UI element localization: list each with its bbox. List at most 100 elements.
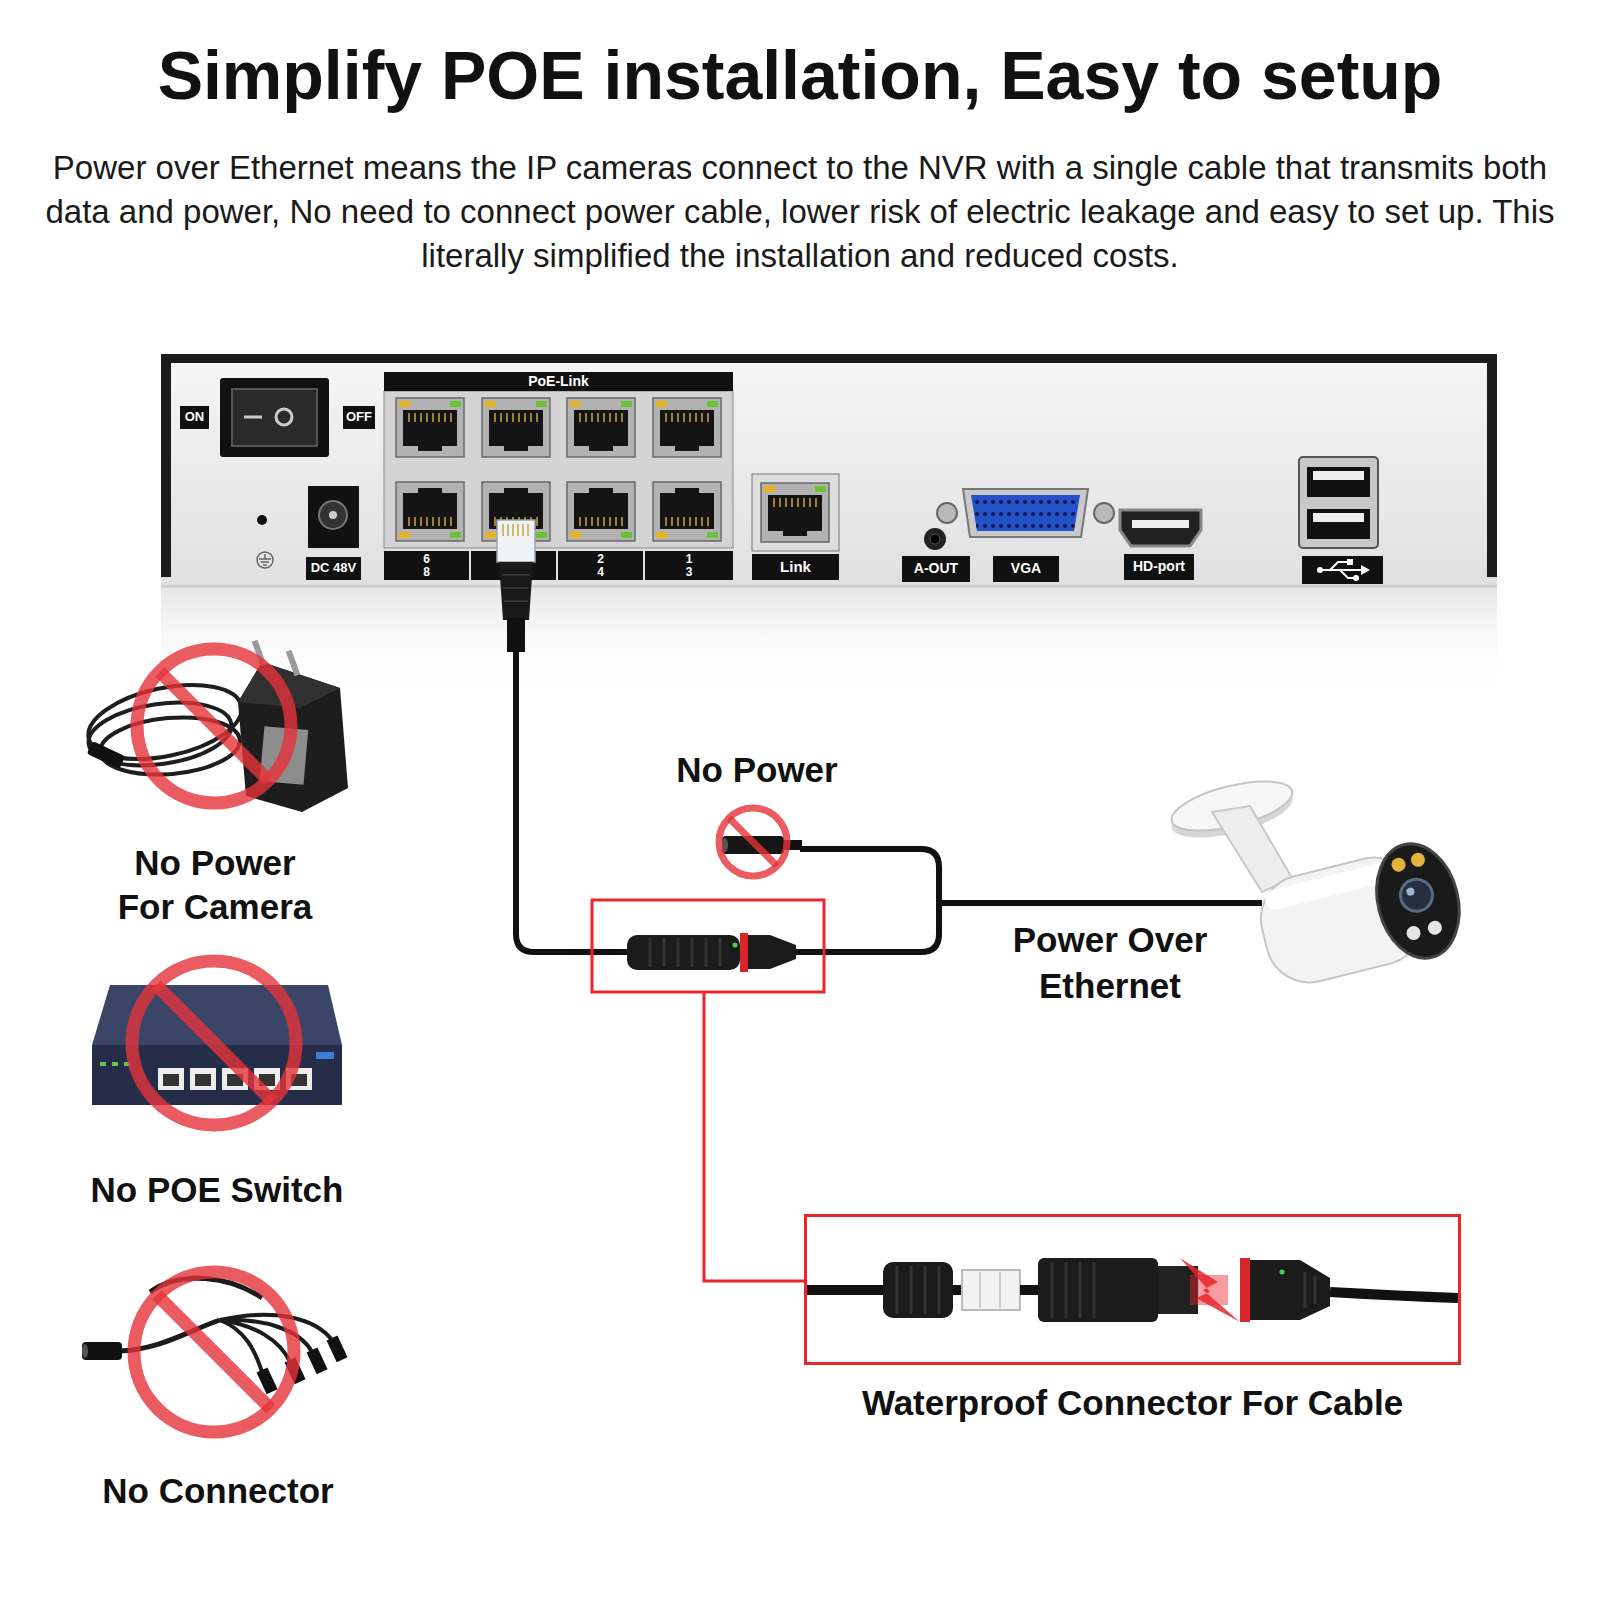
dc-plug-unused: [719, 808, 787, 876]
label-holder: No POE Switch: [17, 1168, 417, 1212]
port-number: 1: [686, 553, 693, 566]
poe-ports: [396, 482, 464, 541]
port-number-cell: 13: [645, 551, 733, 580]
inline-connector: [733, 943, 738, 948]
splitter-cable-icon: [307, 1347, 328, 1374]
switch-label: OFF: [346, 410, 372, 424]
switch-tag: ON: [180, 406, 209, 429]
title: Simplify POE installation, Easy to setup: [158, 36, 1443, 114]
ethernet-cable: [497, 520, 535, 562]
poe-switch-icon: [156, 985, 272, 1101]
power-switch: [276, 409, 292, 425]
poe-ports: [653, 482, 721, 541]
callout-frame: [704, 992, 804, 1281]
port-band: PoE-Link: [384, 372, 733, 391]
port-tag: A-OUT: [902, 556, 970, 582]
dc-jack: [329, 511, 337, 519]
nvr-body: [161, 587, 1497, 697]
vga-port: [1094, 503, 1114, 523]
port-label: VGA: [1011, 561, 1041, 576]
feature-label: Power Over Ethernet: [985, 917, 1235, 1009]
usb-ports: [1307, 467, 1370, 497]
label-holder: No Power: [557, 748, 957, 792]
callout-title: Waterproof Connector For Cable: [862, 1382, 1403, 1424]
poe-ports: [384, 391, 733, 548]
bullet-camera: [1406, 887, 1416, 897]
power-switch: [232, 389, 317, 446]
warning-label: No POE Switch: [17, 1168, 417, 1212]
usb-ports: [1361, 565, 1370, 575]
title-block: Simplify POE installation, Easy to setup: [0, 36, 1600, 114]
waterproof-connector-drawing: [980, 1272, 1000, 1308]
waterproof-connector-drawing: [897, 1266, 939, 1314]
power-label: DC 48V: [311, 561, 357, 575]
callout-box: Waterproof Connector For Cable: [804, 1214, 1461, 1365]
port-number: 6: [423, 553, 430, 566]
waterproof-connector-drawing: [1020, 1285, 1038, 1295]
bullet-camera: [1212, 806, 1292, 892]
port-label: HD-port: [1133, 559, 1185, 574]
waterproof-connector-drawing: [953, 1285, 962, 1295]
splitter-cable-icon: [82, 1342, 122, 1360]
splitter-cable-icon: [220, 1315, 332, 1340]
callout-frame: [592, 900, 824, 1281]
ground-terminal: [259, 554, 271, 565]
power-adapter-icon: [160, 672, 268, 780]
lan-port: [752, 474, 839, 551]
inline-connector: [740, 933, 748, 972]
inline-connector: [748, 935, 796, 969]
poe-switch-icon: [195, 1074, 211, 1086]
port-number: 4: [597, 566, 604, 579]
nvr-body: [1487, 354, 1497, 577]
vga-port: [971, 495, 1080, 531]
bullet-camera: [1365, 835, 1471, 967]
splitter-cable-icon: [82, 1344, 88, 1358]
hdmi-port: [1120, 510, 1201, 546]
poe-switch-icon: [92, 961, 342, 1125]
poe-switch-icon: [190, 1068, 216, 1090]
port-label: Link: [780, 559, 811, 576]
port-number: 2: [597, 553, 604, 566]
bullet-camera: [1390, 856, 1407, 873]
inline-connector: [627, 933, 796, 972]
nvr-body: [161, 585, 1497, 588]
vga-port: [971, 495, 1080, 531]
ground-terminal: [257, 515, 267, 525]
waterproof-connector-drawing: [1038, 1258, 1158, 1322]
warning-label: No Power For Camera: [105, 841, 325, 929]
power-switch: [220, 378, 329, 457]
nvr-body: [161, 354, 1497, 587]
port-tag: VGA: [993, 556, 1059, 582]
inline-connector: [650, 938, 720, 967]
poe-switch-icon: [100, 1062, 106, 1066]
band-label: PoE-Link: [528, 374, 589, 389]
vga-port: [937, 503, 957, 523]
usb-ports: [1299, 457, 1383, 584]
ethernet-cable: [516, 650, 630, 952]
dc-plug-unused: [719, 808, 802, 876]
waterproof-connector-drawing: [1280, 1270, 1285, 1275]
ethernet-cable: [507, 618, 525, 652]
bullet-camera: [1426, 919, 1443, 936]
splitter-cable-icon: [327, 1335, 348, 1362]
waterproof-connector-drawing: [807, 1285, 886, 1295]
vga-port: [937, 489, 1114, 537]
dc-jack: [308, 486, 359, 548]
audio-jack: [930, 534, 940, 544]
usb-ports: [1313, 471, 1364, 480]
waterproof-connector-drawing: [1052, 1262, 1094, 1318]
usb-ports: [1302, 556, 1383, 584]
intro-block: Power over Ethernet means the IP cameras…: [35, 146, 1565, 278]
nvr-body: [161, 354, 1497, 697]
port-number: 3: [686, 566, 693, 579]
poe-switch-icon: [316, 1052, 334, 1059]
bullet-camera: [1251, 835, 1471, 995]
ethernet-cable: [497, 520, 1262, 952]
vga-port: [963, 489, 1088, 537]
port-number: 8: [423, 566, 430, 579]
bullet-camera: [1397, 876, 1436, 915]
power-adapter-icon: [82, 640, 348, 812]
usb-ports: [1307, 509, 1370, 539]
waterproof-connector-drawing: [807, 1258, 1458, 1322]
